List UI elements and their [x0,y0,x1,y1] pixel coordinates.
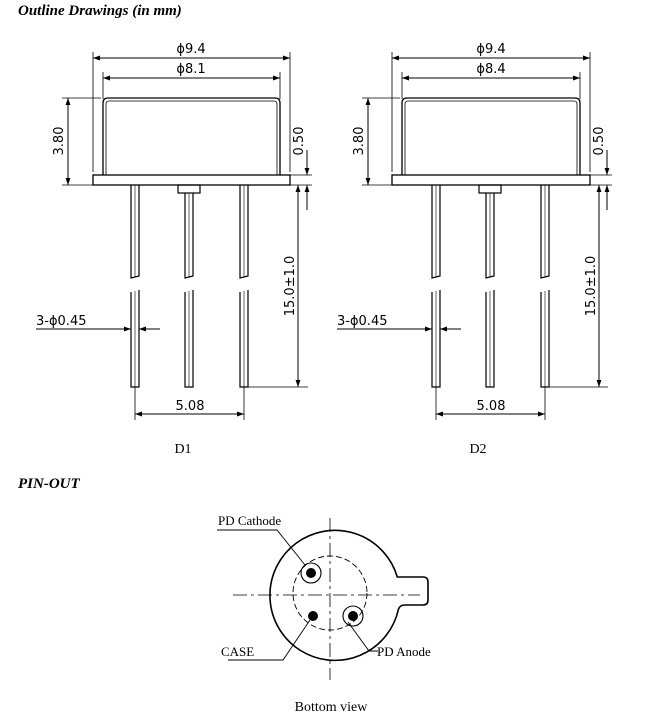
drawing-d2 [337,52,612,420]
d1-outer-diameter-label: ϕ9.4 [176,42,205,57]
pinout-bottom-view [217,518,429,680]
pd-anode-pin [342,605,364,627]
d2-lead-length-label: 15.0±1.0 [584,256,599,317]
d1-body-height-label: 3.80 [52,127,67,156]
case-label: CASE [221,644,254,659]
d2-flange-label: 0.50 [592,127,607,156]
pd-cathode-label: PD Cathode [218,513,281,528]
outline-drawings-title: Outline Drawings (in mm) [18,3,182,19]
pd-cathode-pin [300,562,322,584]
d1-lead-length-label: 15.0±1.0 [283,256,298,317]
drawing-d1 [36,52,312,420]
d1-lead-diameter-label: 3-ϕ0.45 [36,314,86,329]
case-pin [308,611,318,621]
d2-outer-diameter-label: ϕ9.4 [476,42,505,57]
d1-label: D1 [174,442,191,457]
d2-lead-diameter-label: 3-ϕ0.45 [337,314,387,329]
d1-flange-label: 0.50 [292,127,307,156]
d2-label: D2 [469,442,486,457]
d2-body-height-label: 3.80 [352,127,367,156]
d2-pin-spacing-label: 5.08 [477,399,506,414]
d1-pin-spacing-label: 5.08 [176,399,205,414]
pinout-title: PIN-OUT [18,476,80,492]
d2-inner-diameter-label: ϕ8.4 [476,62,505,77]
d2-leads [431,185,550,388]
bottom-view-caption: Bottom view [295,700,369,715]
d1-leads [130,185,249,388]
pd-anode-label: PD Anode [377,644,431,659]
d1-inner-diameter-label: ϕ8.1 [176,62,205,77]
